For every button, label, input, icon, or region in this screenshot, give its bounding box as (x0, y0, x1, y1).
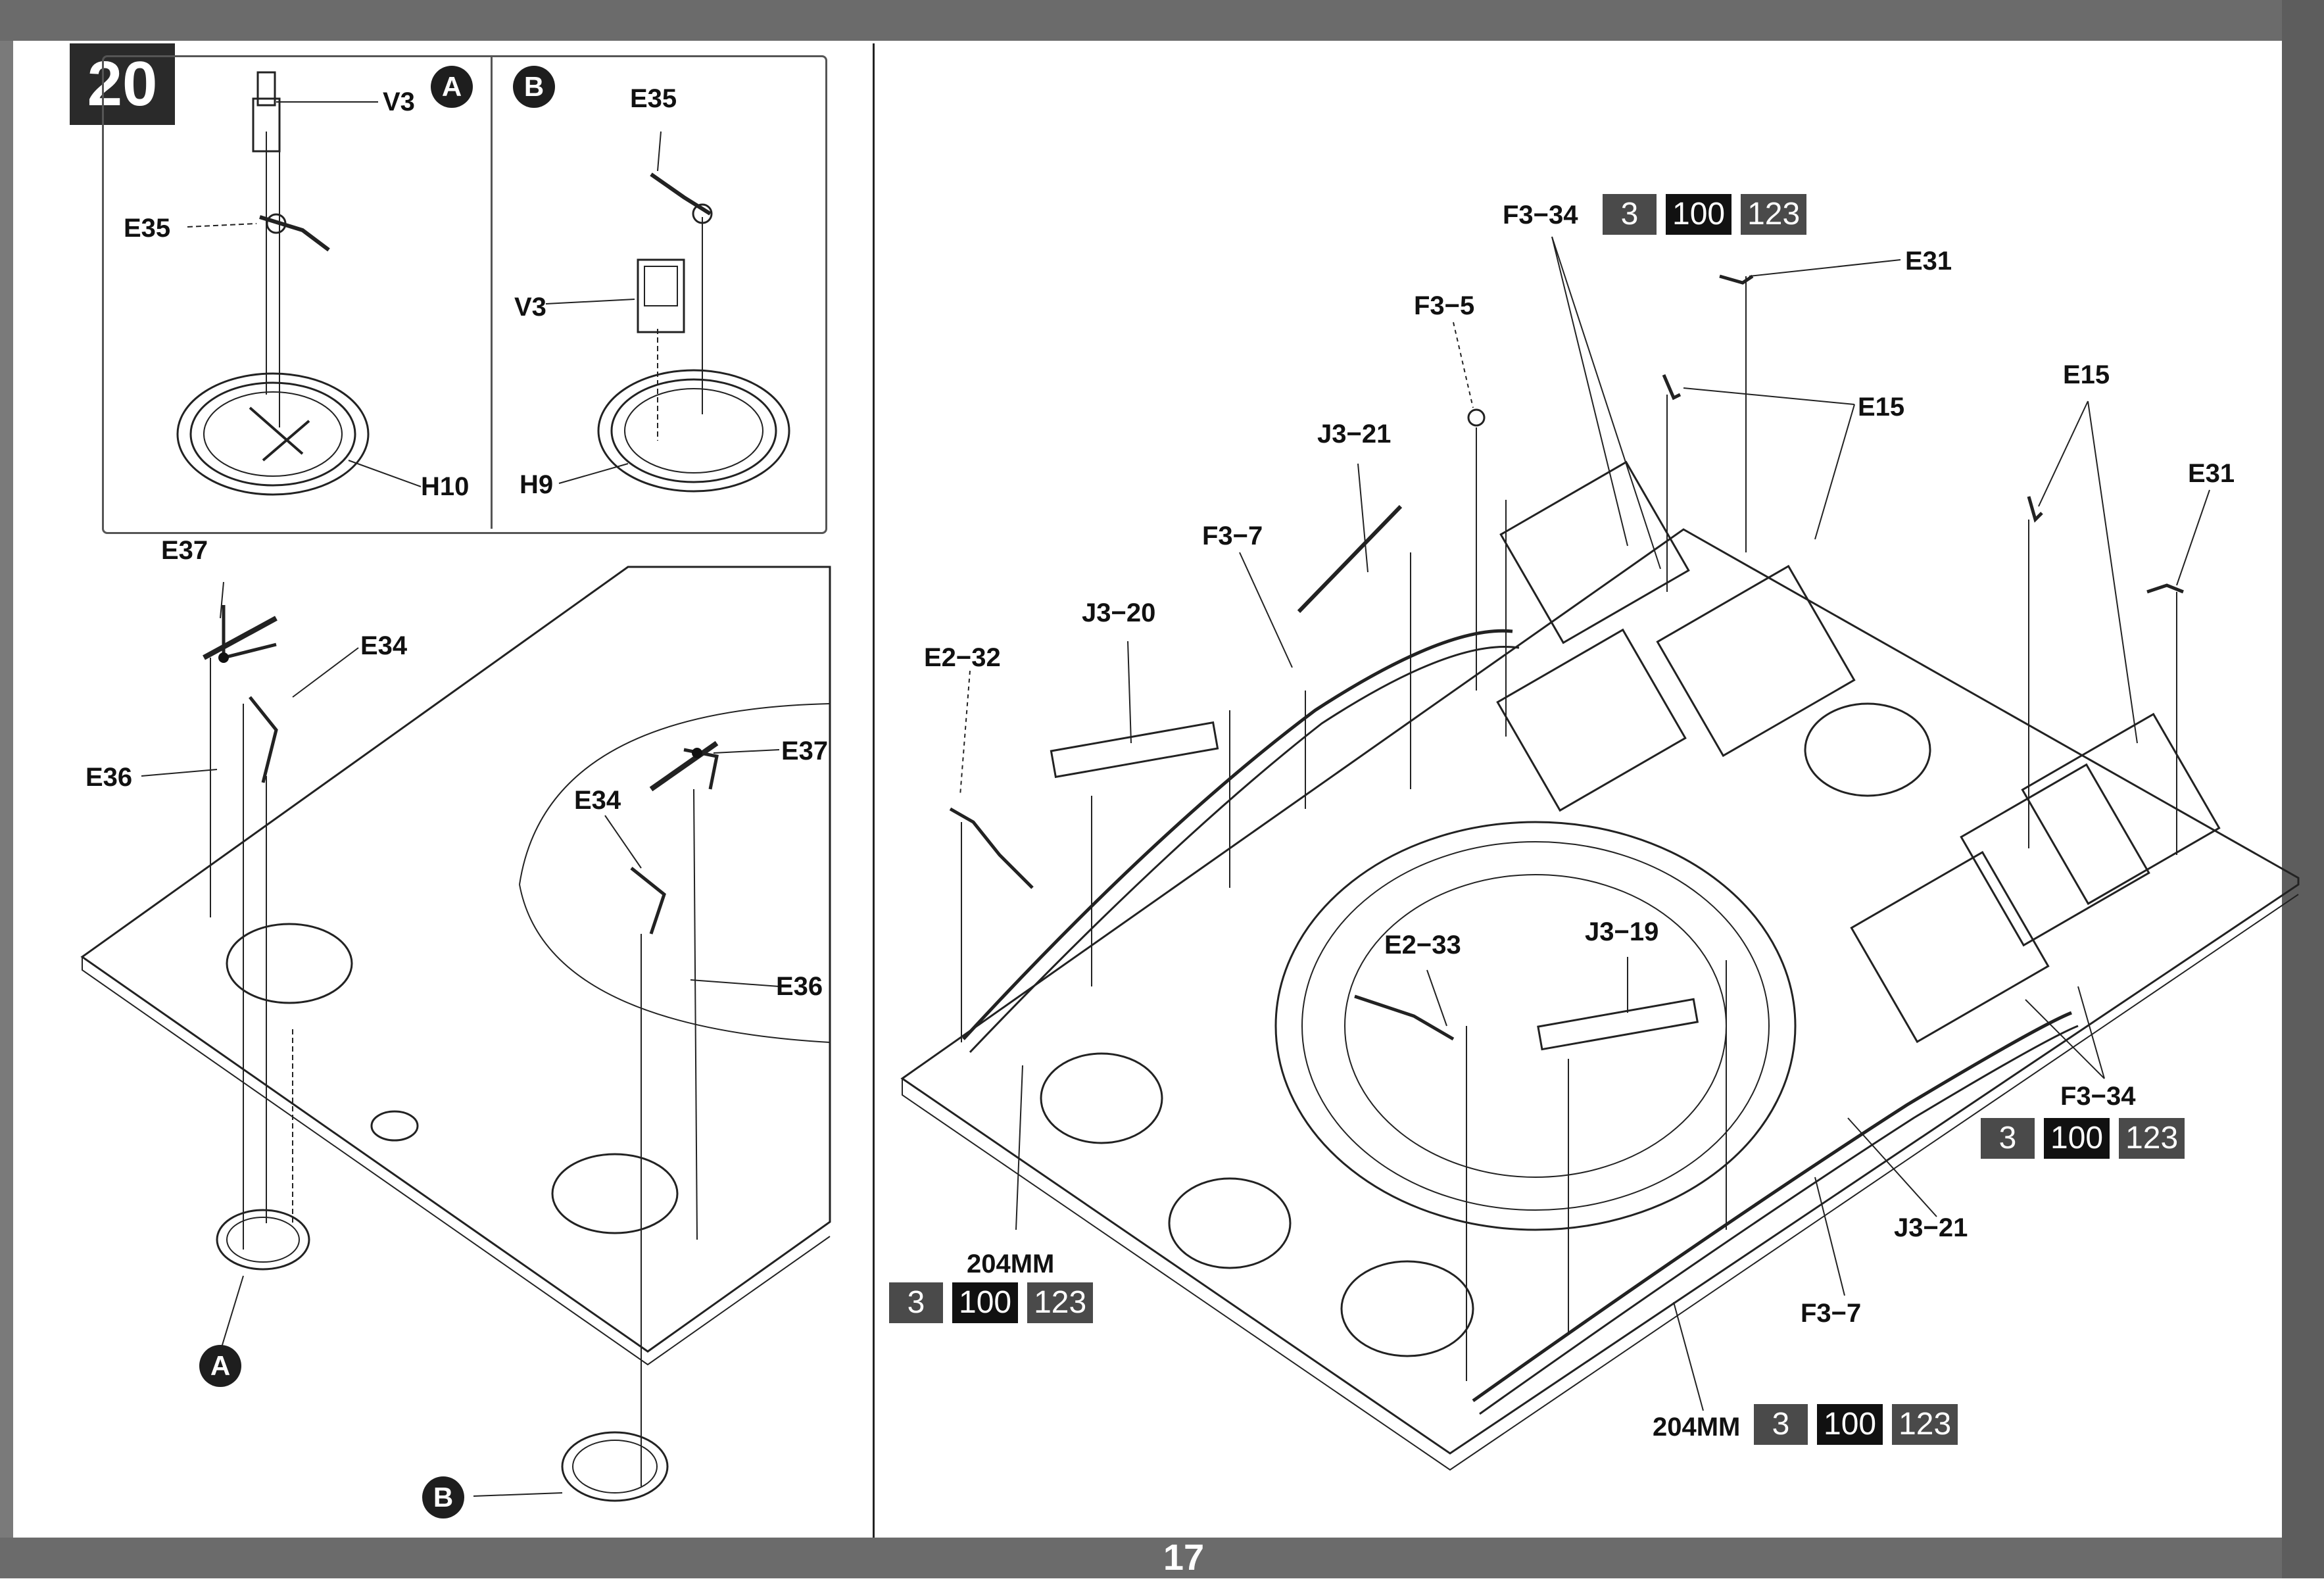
label-e2-33: E2−33 (1384, 931, 1461, 960)
color-code: 3 (1981, 1118, 2035, 1159)
detail-inset (102, 55, 827, 534)
color-code: 123 (2119, 1118, 2185, 1159)
label-e31-top: E31 (1905, 247, 1952, 276)
label-e35-a: E35 (124, 214, 171, 243)
marker-a-main: A (199, 1345, 241, 1387)
marker-a-inset: A (431, 66, 473, 108)
label-e36-a: E36 (85, 763, 133, 792)
color-code: 123 (1027, 1282, 1094, 1323)
color-code: 100 (1817, 1404, 1883, 1445)
label-e34-b: E34 (574, 786, 621, 815)
color-code: 100 (2044, 1118, 2110, 1159)
color-codes-top: 3 100 123 (1603, 194, 1807, 235)
label-e37-a: E37 (161, 536, 208, 565)
label-j3-21-top: J3−21 (1317, 420, 1392, 449)
marker-b-main: B (422, 1476, 464, 1518)
color-code: 123 (1892, 1404, 1958, 1445)
hatch-ring-b (597, 369, 790, 493)
hatch-ring-a (176, 372, 370, 496)
label-e15-right: E15 (2063, 360, 2110, 389)
label-f3-5: F3−5 (1414, 291, 1475, 320)
hull-plate-left (80, 566, 831, 1353)
color-code: 3 (1754, 1404, 1808, 1445)
color-codes-left: 3 100 123 (889, 1282, 1094, 1323)
label-h9: H9 (520, 470, 554, 499)
top-bar (0, 0, 2324, 41)
label-f3-7-bottom: F3−7 (1801, 1299, 1862, 1328)
part-e35-b (650, 172, 712, 216)
label-e2-32: E2−32 (924, 643, 1001, 672)
label-j3-20: J3−20 (1082, 598, 1156, 627)
color-codes-right: 3 100 123 (1981, 1118, 2185, 1159)
color-code: 123 (1741, 194, 1807, 235)
marker-b-inset: B (513, 66, 555, 108)
label-e36-b: E36 (776, 972, 823, 1001)
label-e34-a: E34 (360, 631, 408, 660)
label-e31-right: E31 (2188, 459, 2235, 488)
page-number: 17 (1163, 1536, 1205, 1578)
label-f3-7-top: F3−7 (1202, 522, 1263, 550)
label-v3-b: V3 (514, 293, 546, 322)
label-j3-19: J3−19 (1585, 917, 1659, 946)
bottom-bar (0, 1538, 2324, 1578)
label-f3-34-top: F3−34 (1503, 201, 1578, 230)
label-e35-b: E35 (630, 84, 677, 113)
page-right-edge (2282, 0, 2324, 1578)
hull-deck-right (900, 528, 2300, 1455)
page-divider (873, 43, 875, 1538)
part-e35-a (259, 215, 330, 252)
page-left-edge (0, 0, 13, 1578)
label-204mm-left: 204MM (967, 1250, 1055, 1278)
label-e37-b: E37 (781, 737, 829, 765)
label-f3-34-bottom: F3−34 (2060, 1082, 2136, 1111)
color-code: 100 (952, 1282, 1019, 1323)
part-v3-b (637, 258, 685, 333)
label-h10: H10 (421, 472, 470, 501)
label-e15-left: E15 (1858, 393, 1905, 422)
color-code: 3 (1603, 194, 1657, 235)
inset-divider (491, 57, 493, 529)
color-code: 3 (889, 1282, 943, 1323)
label-v3-a: V3 (383, 87, 415, 116)
label-204mm-bottom: 204MM (1653, 1413, 1741, 1442)
label-j3-21-bottom: J3−21 (1894, 1213, 1968, 1242)
color-codes-bottom: 3 100 123 (1754, 1404, 1958, 1445)
color-code: 100 (1666, 194, 1732, 235)
